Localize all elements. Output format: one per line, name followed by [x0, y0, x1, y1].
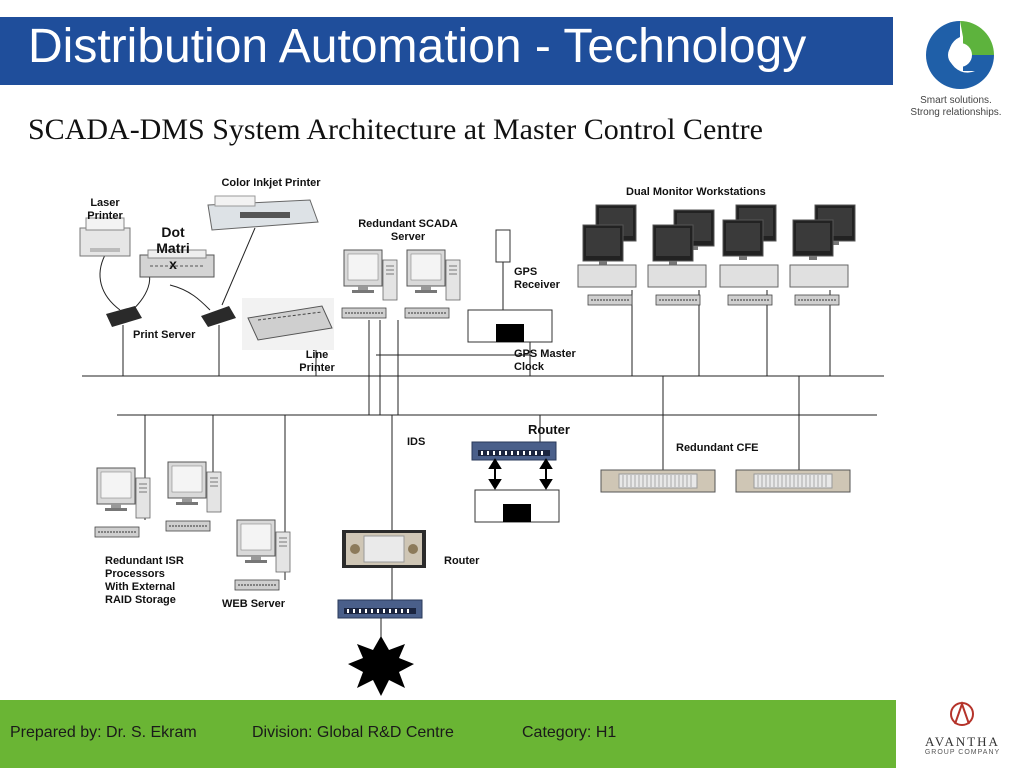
workstation-4 — [789, 204, 856, 306]
label-gps-master-clock: GPS Master Clock — [514, 348, 576, 373]
label-router-bottom: Router — [444, 555, 480, 567]
footer-bar — [0, 700, 896, 768]
print-server-icon — [201, 306, 236, 327]
page-subtitle: SCADA-DMS System Architecture at Master … — [28, 113, 763, 146]
laser-printer-icon — [79, 217, 131, 257]
cg-logo-icon — [926, 21, 994, 89]
label-redundant-cfe: Redundant CFE — [676, 442, 759, 454]
label-ids: IDS — [407, 436, 426, 448]
label-color-inkjet-printer: Color Inkjet Printer — [221, 177, 321, 189]
page-title: Distribution Automation - Technology — [28, 20, 807, 73]
gps-receiver-icon — [495, 229, 511, 263]
bottom-switch-icon — [337, 599, 423, 619]
footer-prepared-by: Prepared by: Dr. S. Ekram — [10, 724, 197, 741]
cfe-1-icon — [600, 469, 716, 493]
web-server — [234, 519, 291, 591]
label-gps-receiver: GPS Receiver — [514, 266, 560, 291]
label-router-top: Router — [528, 422, 570, 437]
logo-tagline-2: Strong relationships. — [910, 107, 1002, 118]
external-network-icon — [348, 636, 414, 696]
footer-category: Category: H1 — [522, 724, 617, 741]
workstation-2 — [647, 209, 715, 306]
footer-division: Division: Global R&D Centre — [252, 724, 454, 741]
avantha-logo: AVANTHA GROUP COMPANY — [915, 696, 1010, 766]
router-device-icon — [342, 530, 426, 568]
router-switch-icon — [471, 441, 557, 461]
title-bar — [0, 17, 893, 85]
print-server-icon — [106, 306, 142, 327]
workstation-3 — [719, 204, 779, 306]
label-dual-monitor-workstations: Dual Monitor Workstations — [626, 186, 766, 198]
label-laser-printer: Laser Printer — [87, 197, 123, 222]
scada-server-1 — [341, 249, 398, 319]
gps-master-clock-icon — [467, 309, 553, 343]
label-dot-matrix: Dot Matri x — [156, 224, 190, 272]
isr-processor-2 — [165, 461, 222, 532]
bidirectional-arrows-icon — [488, 458, 553, 490]
ids-icon — [474, 489, 560, 523]
label-redundant-isr: Redundant ISR Processors With External R… — [105, 555, 184, 606]
label-print-server: Print Server — [133, 329, 196, 341]
label-web-server: WEB Server — [222, 598, 285, 610]
avantha-emblem-icon — [950, 700, 974, 726]
avantha-brand-text: AVANTHA — [925, 734, 1000, 749]
dot-matrix-printer-icon — [139, 249, 215, 278]
isr-processor-1 — [94, 467, 151, 538]
cfe-2-icon — [735, 469, 851, 493]
line-printer-icon — [242, 298, 334, 350]
scada-server-2 — [404, 249, 461, 319]
avantha-brand-subtext: GROUP COMPANY — [924, 749, 1001, 756]
label-line-printer: Line Printer — [299, 349, 335, 374]
color-inkjet-printer-icon — [207, 195, 319, 231]
workstation-1 — [577, 204, 637, 306]
label-redundant-scada-server: Redundant SCADA Server — [358, 218, 458, 243]
logo-tagline-1: Smart solutions. — [920, 95, 992, 106]
